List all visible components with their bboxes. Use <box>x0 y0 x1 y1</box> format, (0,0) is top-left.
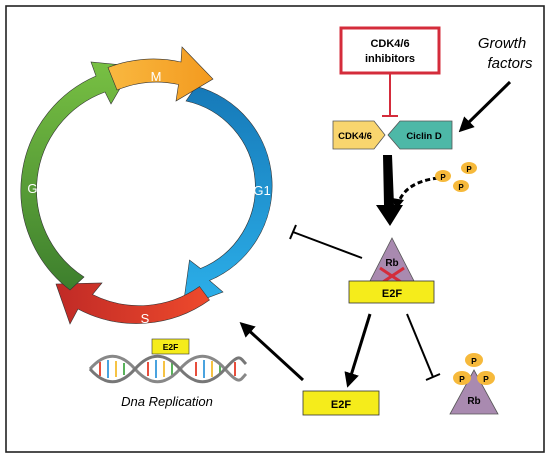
bound-phosphate-2 <box>453 371 471 385</box>
dna-helix <box>88 354 248 384</box>
rb-label: Rb <box>385 258 398 269</box>
release-e2f-arrow <box>344 313 372 388</box>
phosphate-group-bound: P P P <box>453 353 495 385</box>
phase-label-m: M <box>151 69 162 84</box>
phosphate-dashed-arrow <box>396 176 439 205</box>
phosphate-3-label: P <box>458 183 464 192</box>
phosphate-3 <box>453 180 469 192</box>
cell-cycle-ring <box>20 46 273 325</box>
cdk46-shape <box>332 120 386 150</box>
phase-label-g1: G1 <box>253 183 270 198</box>
cdk46-label: CDK4/6 <box>338 131 372 142</box>
dna-rungs <box>99 360 236 378</box>
growth-factors-line1: Growth <box>478 35 526 52</box>
phase-label-s: S <box>141 311 150 326</box>
bound-phosphate-3-label: P <box>483 374 489 384</box>
growth-factors-line2: factors <box>487 55 533 72</box>
cyclin-d-label: Ciclin D <box>406 131 442 142</box>
rb-inhibits-g1-bar <box>289 224 297 240</box>
bound-phosphate-3 <box>477 371 495 385</box>
e2f-free-label: E2F <box>331 399 351 411</box>
frame-border <box>5 5 545 453</box>
rb-inhibits-g1-line <box>292 231 363 259</box>
e2f-to-s-arrow <box>239 321 305 382</box>
s-phase-arrow <box>55 282 210 325</box>
bound-phosphate-2-label: P <box>459 374 465 384</box>
phospho-rb-triangle <box>449 369 499 415</box>
e2f-free-box <box>302 390 380 416</box>
bound-phosphate-1-label: P <box>471 356 477 366</box>
phosphate-1 <box>435 170 451 182</box>
e2f-bound-box <box>348 280 435 304</box>
growth-factor-arrow <box>458 80 512 133</box>
dna-e2f-box <box>151 338 190 355</box>
dna-e2f-label: E2F <box>163 342 179 352</box>
phosphate-group-free: P P P <box>435 162 477 192</box>
phase-label-g2: G2 <box>27 181 44 196</box>
to-phospho-rb-line <box>406 313 434 378</box>
to-phospho-rb-bar <box>425 373 441 381</box>
m-phase-arrow <box>107 46 214 102</box>
complex-to-rb-arrow <box>376 155 403 226</box>
phosphate-2 <box>461 162 477 174</box>
phosphate-1-label: P <box>440 173 446 182</box>
inhibitor-line1: CDK4/6 <box>370 38 409 50</box>
bound-phosphate-1 <box>465 353 483 367</box>
inhibitor-line2: inhibitors <box>365 53 415 65</box>
dna-replication-caption: Dna Replication <box>121 394 213 409</box>
g2-phase-arrow <box>20 61 134 291</box>
phosphate-2-label: P <box>466 165 472 174</box>
cyclin-d-shape <box>387 120 453 150</box>
phospho-rb-label: Rb <box>467 396 480 407</box>
dna-strand-b <box>88 354 248 384</box>
e2f-bound-label: E2F <box>382 288 402 300</box>
phosphate-arrowhead <box>392 198 404 210</box>
cdk-inhibitor-box <box>339 26 441 75</box>
